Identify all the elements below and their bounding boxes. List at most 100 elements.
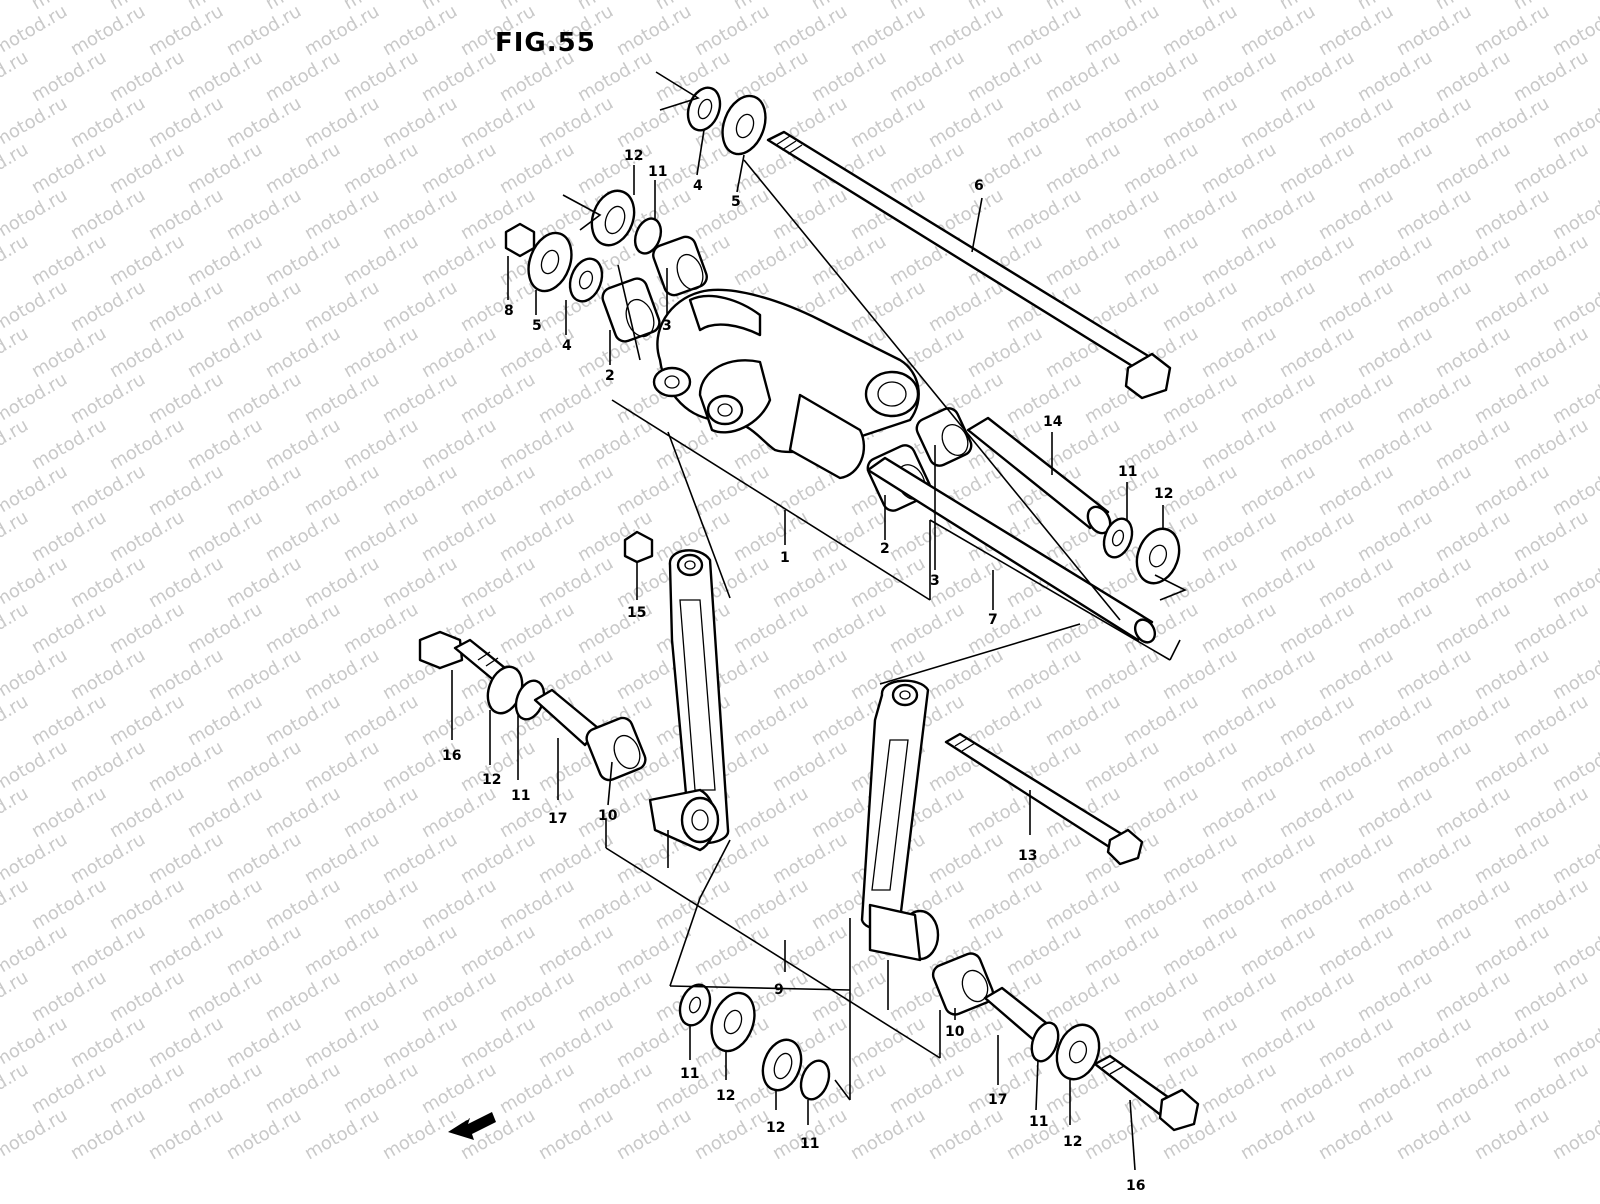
callout-4-left: 4 (562, 338, 572, 354)
watermark-text: motod.ru (769, 921, 851, 980)
watermark-text: motod.ru (1393, 277, 1475, 336)
watermark-text: motod.ru (28, 139, 110, 198)
watermark-text: motod.ru (1198, 231, 1280, 290)
watermark-text: motod.ru (1432, 47, 1514, 106)
watermark-text: motod.ru (28, 691, 110, 750)
watermark-text: motod.ru (1549, 1105, 1600, 1164)
watermark-text: motod.ru (496, 1059, 578, 1118)
watermark-text: motod.ru (1510, 231, 1592, 290)
watermark-text: motod.ru (145, 1, 227, 60)
watermark-text: motod.ru (1198, 47, 1280, 106)
spacer-7 (866, 456, 1157, 644)
watermark-text: motod.ru (379, 737, 461, 796)
watermark-text: motod.ru (28, 47, 110, 106)
watermark-text: motod.ru (1198, 783, 1280, 842)
watermark-text: motod.ru (1315, 1013, 1397, 1072)
watermark-text: motod.ru (1120, 231, 1202, 290)
watermark-text: motod.ru (379, 829, 461, 888)
watermark-text: motod.ru (1159, 921, 1241, 980)
watermark-text: motod.ru (1510, 691, 1592, 750)
watermark-text: motod.ru (1198, 691, 1280, 750)
watermark-text: motod.ru (1315, 1105, 1397, 1164)
watermark-text: motod.ru (106, 507, 188, 566)
watermark-text: motod.ru (223, 1013, 305, 1072)
watermark-text: motod.ru (496, 599, 578, 658)
watermark-text: motod.ru (0, 507, 32, 566)
watermark-text: motod.ru (730, 231, 812, 290)
watermark-text: motod.ru (730, 875, 812, 934)
nut-8 (504, 222, 536, 258)
watermark-text: motod.ru (1315, 93, 1397, 152)
watermark-text: motod.ru (1432, 967, 1514, 1026)
spacer-14 (966, 416, 1112, 535)
watermark-text: motod.ru (0, 691, 32, 750)
watermark-text: motod.ru (1003, 185, 1085, 244)
watermark-text: motod.ru (28, 1059, 110, 1118)
watermark-text: motod.ru (1471, 369, 1553, 428)
watermark-text: motod.ru (67, 921, 149, 980)
watermark-text: motod.ru (0, 0, 32, 14)
watermark-text: motod.ru (106, 323, 188, 382)
watermark-text: motod.ru (1159, 93, 1241, 152)
watermark-text: motod.ru (457, 921, 539, 980)
watermark-text: motod.ru (1315, 277, 1397, 336)
watermark-text: motod.ru (1276, 323, 1358, 382)
watermark-text: motod.ru (1120, 139, 1202, 198)
watermark-text: motod.ru (1393, 93, 1475, 152)
watermark-text: motod.ru (28, 323, 110, 382)
watermark-text: motod.ru (847, 277, 929, 336)
watermark-text: motod.ru (691, 461, 773, 520)
watermark-text: motod.ru (1432, 783, 1514, 842)
watermark-text: motod.ru (535, 1105, 617, 1164)
callout-17-left: 17 (548, 811, 567, 827)
watermark-text: motod.ru (301, 921, 383, 980)
watermark-text: motod.ru (379, 1, 461, 60)
watermark-text: motod.ru (184, 507, 266, 566)
watermark-text: motod.ru (1354, 783, 1436, 842)
watermark-text: motod.ru (613, 1, 695, 60)
watermark-text: motod.ru (67, 369, 149, 428)
watermark-text: motod.ru (67, 93, 149, 152)
watermark-text: motod.ru (1003, 645, 1085, 704)
washer-12-right (1135, 527, 1181, 585)
watermark-text: motod.ru (535, 921, 617, 980)
watermark-text: motod.ru (106, 47, 188, 106)
watermark-text: motod.ru (145, 369, 227, 428)
watermark-text: motod.ru (1354, 691, 1436, 750)
watermark-text: motod.ru (1432, 323, 1514, 382)
watermark-text: motod.ru (769, 1, 851, 60)
watermark-text: motod.ru (1081, 185, 1163, 244)
washer-11-upper-left (633, 217, 663, 255)
watermark-text: motod.ru (28, 507, 110, 566)
watermark-text: motod.ru (1081, 645, 1163, 704)
watermark-text: motod.ru (1120, 47, 1202, 106)
watermark-text: motod.ru (184, 47, 266, 106)
watermark-text: motod.ru (301, 737, 383, 796)
watermark-text: motod.ru (418, 1059, 500, 1118)
watermark-text: motod.ru (1198, 139, 1280, 198)
callout-11-bottom-left: 11 (680, 1066, 699, 1082)
watermark-text: motod.ru (535, 553, 617, 612)
watermark-text: motod.ru (223, 829, 305, 888)
watermark-text: motod.ru (145, 461, 227, 520)
watermark-text: motod.ru (418, 323, 500, 382)
watermark-text: motod.ru (262, 323, 344, 382)
watermark-text: motod.ru (67, 1105, 149, 1164)
watermark-text: motod.ru (613, 93, 695, 152)
watermark-text: motod.ru (106, 415, 188, 474)
watermark-text: motod.ru (847, 1105, 929, 1164)
callout-11-upper-left: 11 (648, 164, 667, 180)
watermark-text: motod.ru (1315, 461, 1397, 520)
watermark-text: motod.ru (964, 691, 1046, 750)
watermark-text: motod.ru (262, 783, 344, 842)
watermark-text: motod.ru (106, 139, 188, 198)
watermark-text: motod.ru (1159, 185, 1241, 244)
watermark-text: motod.ru (1081, 1105, 1163, 1164)
watermark-text: motod.ru (1471, 1105, 1553, 1164)
watermark-text: motod.ru (886, 599, 968, 658)
watermark-text: motod.ru (223, 737, 305, 796)
watermark-text: motod.ru (184, 967, 266, 1026)
watermark-text: motod.ru (418, 967, 500, 1026)
watermark-text: motod.ru (0, 599, 32, 658)
